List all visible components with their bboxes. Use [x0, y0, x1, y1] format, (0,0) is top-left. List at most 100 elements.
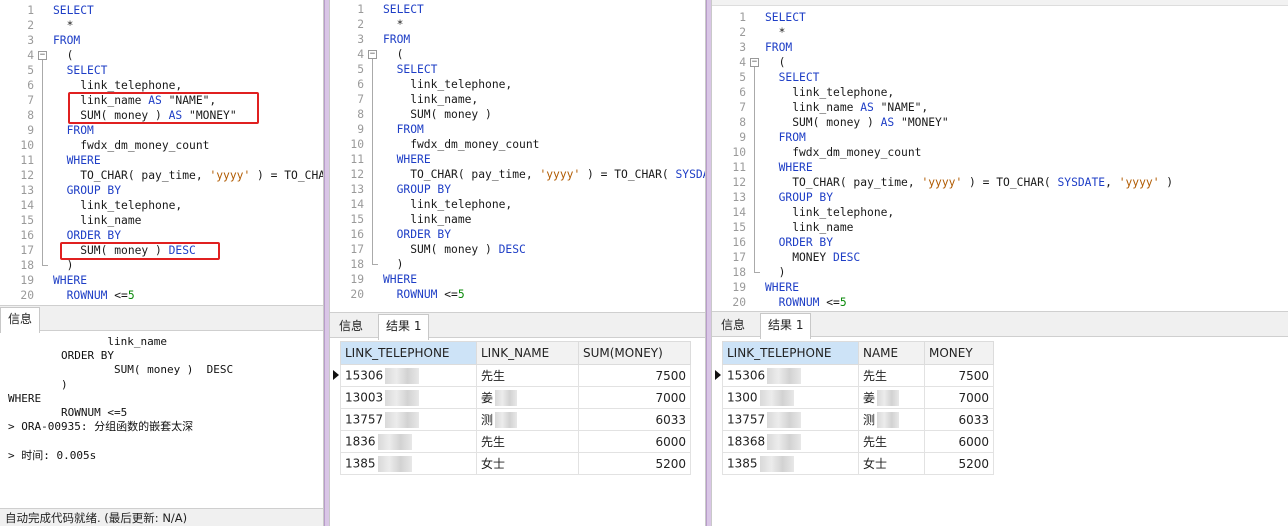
fold-toggle-icon[interactable]: − — [368, 49, 377, 59]
grid-cell[interactable]: 先生 — [858, 430, 925, 453]
tab-info[interactable]: 信息 — [339, 319, 364, 333]
line-number: 13 — [20, 184, 34, 197]
line-number: 12 — [732, 176, 746, 189]
grid-cell[interactable]: 先生 — [476, 430, 579, 453]
grid-cell[interactable]: 姜 — [858, 386, 925, 409]
sql-text: * — [383, 18, 404, 31]
grid-cell[interactable]: 13757 — [722, 408, 859, 431]
redacted-blur — [385, 389, 420, 406]
code-text: link_telephone, — [53, 78, 182, 93]
column-header[interactable]: LINK_TELEPHONE — [340, 341, 477, 365]
grid-cell[interactable]: 13757 — [340, 408, 477, 431]
grid-cell[interactable]: 姜 — [476, 386, 579, 409]
tab-result-1[interactable]: 结果 1 — [760, 313, 812, 339]
grid-cell[interactable]: 1836 — [340, 430, 477, 453]
code-text: WHERE — [53, 273, 87, 288]
message-line: ) — [8, 377, 68, 391]
code-line: 20 ROWNUM <=5 — [712, 295, 1288, 310]
grid-cell[interactable]: 6000 — [578, 430, 691, 453]
code-text: link_name AS "NAME", — [765, 100, 928, 115]
grid-cell[interactable]: 1385 — [722, 452, 859, 475]
code-line: 6 link_telephone, — [0, 78, 323, 93]
code-text: SELECT — [765, 10, 806, 25]
grid-cell[interactable]: 6033 — [578, 408, 691, 431]
code-text: ( — [53, 48, 74, 63]
grid-cell[interactable]: 7000 — [924, 386, 994, 409]
grid-cell[interactable]: 18368 — [722, 430, 859, 453]
fold-toggle-icon[interactable]: − — [750, 57, 759, 67]
current-row-marker-icon — [333, 370, 339, 380]
code-text: MONEY DESC — [765, 250, 860, 265]
column-header[interactable]: NAME — [858, 341, 925, 365]
tab-info[interactable]: 信息 — [721, 318, 746, 332]
code-text: link_name — [383, 212, 471, 227]
grid-cell[interactable]: 5200 — [578, 452, 691, 475]
grid-cell[interactable]: 先生 — [858, 364, 925, 387]
grid-cell[interactable]: 1385 — [340, 452, 477, 475]
line-number: 5 — [27, 64, 34, 77]
code-text: ( — [383, 47, 404, 62]
redacted-blur — [759, 389, 794, 406]
grid-cell[interactable]: 7000 — [578, 386, 691, 409]
cell-value: 1385 — [345, 456, 376, 470]
line-number: 14 — [732, 206, 746, 219]
sql-keyword: DESC — [833, 251, 861, 264]
line-number: 14 — [20, 199, 34, 212]
line-number: 9 — [739, 131, 746, 144]
line-number: 5 — [357, 63, 364, 76]
table-row[interactable]: 1385 女士 5200 — [340, 452, 691, 475]
grid-cell[interactable]: 测 — [858, 408, 925, 431]
tab-info[interactable]: 信息 — [0, 307, 41, 333]
grid-cell[interactable]: 6033 — [924, 408, 994, 431]
code-line: 9 FROM — [0, 123, 323, 138]
column-header[interactable]: SUM(MONEY) — [578, 341, 691, 365]
grid-cell[interactable]: 女士 — [858, 452, 925, 475]
fold-guide — [754, 67, 755, 273]
column-header[interactable]: MONEY — [924, 341, 994, 365]
cell-value: 6033 — [958, 412, 989, 427]
line-number: 9 — [357, 123, 364, 136]
message-line: SUM( money ) DESC — [8, 363, 234, 377]
code-text: link_telephone, — [765, 205, 894, 220]
grid-cell[interactable]: 7500 — [924, 364, 994, 387]
cell-value: 女士 — [481, 457, 506, 471]
grid-cell[interactable]: 15306 — [722, 364, 859, 387]
grid-cell[interactable]: 15306 — [340, 364, 477, 387]
grid-cell[interactable]: 1300 — [722, 386, 859, 409]
grid-cell[interactable]: 7500 — [578, 364, 691, 387]
code-line: 18 ) — [0, 258, 323, 273]
column-header[interactable]: LINK_TELEPHONE — [722, 341, 859, 365]
code-text: link_name AS "NAME", — [53, 93, 216, 108]
line-number: 16 — [20, 229, 34, 242]
code-text: WHERE — [383, 272, 417, 287]
line-number: 4 — [739, 56, 746, 69]
tab-result-1[interactable]: 结果 1 — [378, 314, 430, 340]
column-header[interactable]: LINK_NAME — [476, 341, 579, 365]
grid-cell[interactable]: 先生 — [476, 364, 579, 387]
fold-toggle-icon[interactable]: − — [38, 50, 47, 60]
code-text: TO_CHAR( pay_time, 'yyyy' ) = TO_CHAR( S… — [53, 168, 323, 183]
line-number: 11 — [20, 154, 34, 167]
grid-cell[interactable]: 5200 — [924, 452, 994, 475]
grid-cell[interactable]: 13003 — [340, 386, 477, 409]
grid-cell[interactable]: 测 — [476, 408, 579, 431]
code-line: 8 SUM( money ) — [330, 107, 705, 122]
code-line: 5 SELECT — [712, 70, 1288, 85]
grid-cell[interactable]: 女士 — [476, 452, 579, 475]
grid-cell[interactable]: 6000 — [924, 430, 994, 453]
sql-text: <= — [107, 289, 128, 302]
